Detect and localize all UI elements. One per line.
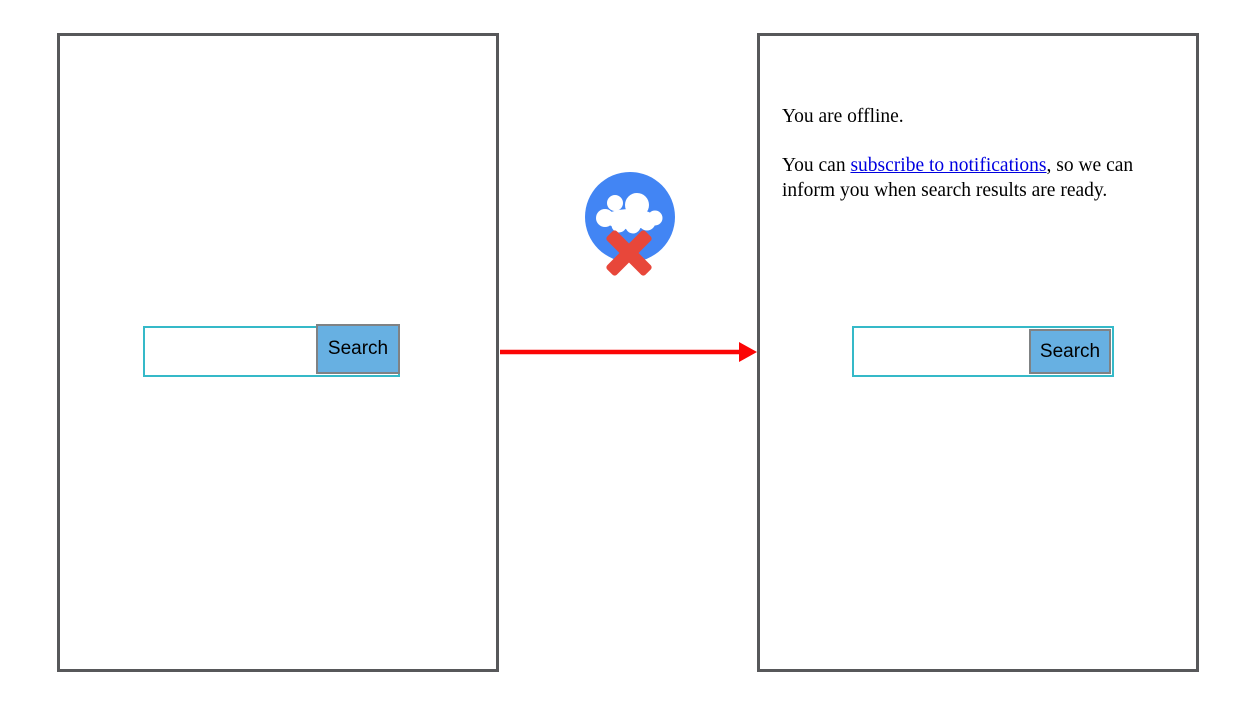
x-mark-icon [606,230,652,276]
subscribe-notifications-link[interactable]: subscribe to notifications [850,154,1047,176]
notification-offer-suffix: , so we can inform you when search resul… [782,154,1134,202]
notification-offer-prefix: You can [782,154,851,176]
search-button[interactable]: Search [316,324,400,374]
offline-cloud-icon [585,172,675,276]
cloud-glyph [596,193,663,234]
browser-frame-after: You are offline. You can subscribe to no… [757,33,1199,672]
red-arrow-right-icon [500,342,757,362]
browser-frame-before: Search [57,33,499,672]
offline-status-text: You are offline. [782,106,904,127]
notification-offer-text: You can subscribe to notifications, so w… [782,153,1190,204]
search-button[interactable]: Search [1029,329,1111,374]
offline-message: You are offline. You can subscribe to no… [782,104,1190,227]
